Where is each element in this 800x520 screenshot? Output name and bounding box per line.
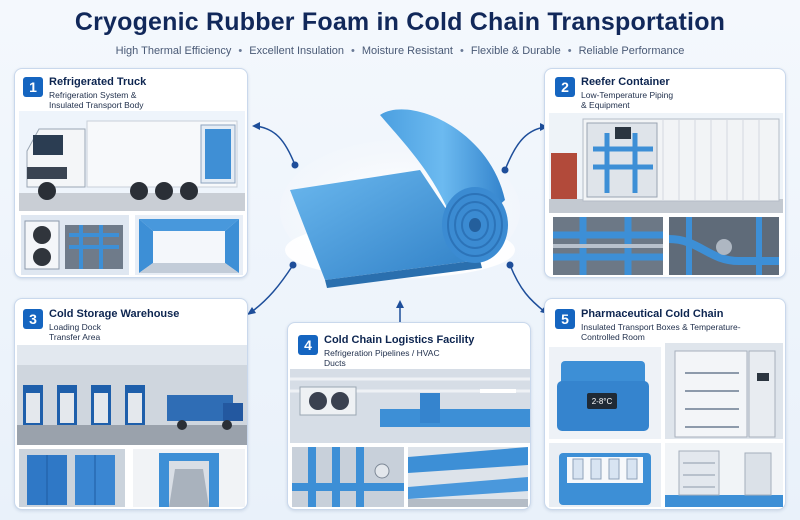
panel-number-badge: 5 <box>555 309 575 329</box>
feature-item: Excellent Insulation <box>249 45 345 57</box>
piping-photo <box>553 217 663 275</box>
refrigeration-unit-photo <box>21 215 129 275</box>
panel-subtitle: Loading Dock Transfer Area <box>49 322 101 342</box>
warehouse-dock-photo <box>17 345 247 445</box>
truck-photo <box>19 111 245 211</box>
panel-number-badge: 3 <box>23 309 43 329</box>
insulated-body-photo <box>135 215 243 275</box>
panel-cold-storage-warehouse: 3 Cold Storage Warehouse Loading Dock Tr… <box>14 298 248 510</box>
loading-door-photo <box>19 449 125 507</box>
panel-subtitle: Insulated Transport Boxes & Temperature-… <box>581 322 741 342</box>
panel-subtitle: Low-Temperature Piping & Equipment <box>581 90 674 110</box>
feature-item: Moisture Resistant <box>361 45 453 57</box>
equipment-photo <box>669 217 779 275</box>
feature-separator: • <box>459 45 464 57</box>
panel-subtitle: Refrigeration Pipelines / HVAC Ducts <box>324 348 440 368</box>
refrigeration-pipelines-photo <box>292 447 404 507</box>
feature-list: High Thermal Efficiency • Excellent Insula… <box>0 45 800 57</box>
feature-item: Flexible & Durable <box>470 45 561 57</box>
panel-title: Reefer Container <box>581 76 670 88</box>
panel-title: Cold Storage Warehouse <box>49 308 180 320</box>
panel-reefer-container: 2 Reefer Container Low-Temperature Pipin… <box>544 68 786 278</box>
hvac-ducts-photo <box>290 369 530 443</box>
temperature-display: 2-8°C <box>591 397 613 406</box>
panel-title: Pharmaceutical Cold Chain <box>581 308 724 320</box>
page-title: Cryogenic Rubber Foam in Cold Chain Tran… <box>74 8 726 36</box>
insulated-box-photo: 2-8°C <box>549 347 661 439</box>
feature-separator: • <box>238 45 243 57</box>
foam-roll-illustration <box>285 109 515 288</box>
temperature-controlled-room-photo <box>665 343 783 439</box>
feature-item: Reliable Performance <box>578 45 685 57</box>
panel-pharmaceutical-cold-chain: 5 Pharmaceutical Cold Chain Insulated Tr… <box>544 298 786 510</box>
panel-number-badge: 1 <box>23 77 43 97</box>
panel-logistics-facility: 4 Cold Chain Logistics Facility Refriger… <box>287 322 531 510</box>
panel-refrigerated-truck: 1 Refrigerated Truck Refrigeration Syste… <box>14 68 248 278</box>
panel-number-badge: 2 <box>555 77 575 97</box>
panel-title: Refrigerated Truck <box>49 76 147 88</box>
panel-number-badge: 4 <box>298 335 318 355</box>
panel-subtitle: Refrigeration System & Insulated Transpo… <box>49 90 144 110</box>
feature-separator: • <box>351 45 355 57</box>
feature-separator: • <box>567 45 572 57</box>
panel-title: Cold Chain Logistics Facility <box>324 334 475 346</box>
cold-room-interior-photo <box>665 443 783 507</box>
feature-item: High Thermal Efficiency <box>115 45 232 57</box>
reefer-container-photo <box>549 113 783 213</box>
duct-corridor-photo <box>408 447 528 507</box>
vaccine-cooler-photo <box>549 443 661 507</box>
transfer-area-photo <box>133 449 245 507</box>
